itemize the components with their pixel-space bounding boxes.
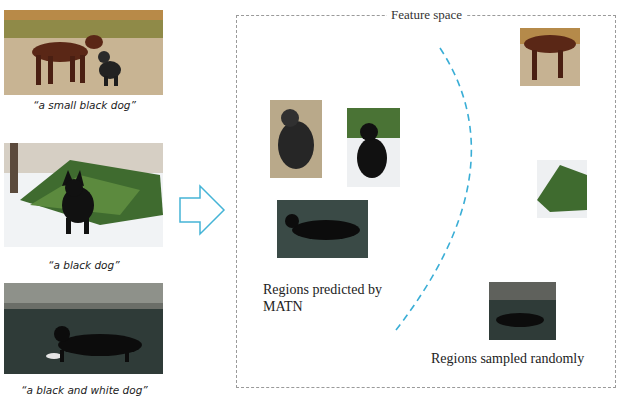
predicted-regions: [270, 100, 400, 258]
region-label: Regions predicted by MATN: [263, 282, 383, 316]
decision-boundary: [396, 48, 471, 330]
photo-dog-snow: [4, 143, 163, 247]
feature-space-region: Feature space: [236, 15, 616, 388]
image-caption: “a black and white dog”: [21, 384, 148, 396]
block-arrow: [180, 186, 224, 234]
region-label: Regions sampled randomly: [431, 351, 584, 368]
random-regions: [489, 28, 587, 340]
photo-dogs-field: [4, 10, 163, 95]
region-heading: Feature space: [387, 7, 466, 23]
image-caption: “a small black dog”: [33, 99, 136, 111]
image-caption: “a black dog”: [48, 259, 120, 271]
photo-dog-water: [4, 283, 163, 374]
